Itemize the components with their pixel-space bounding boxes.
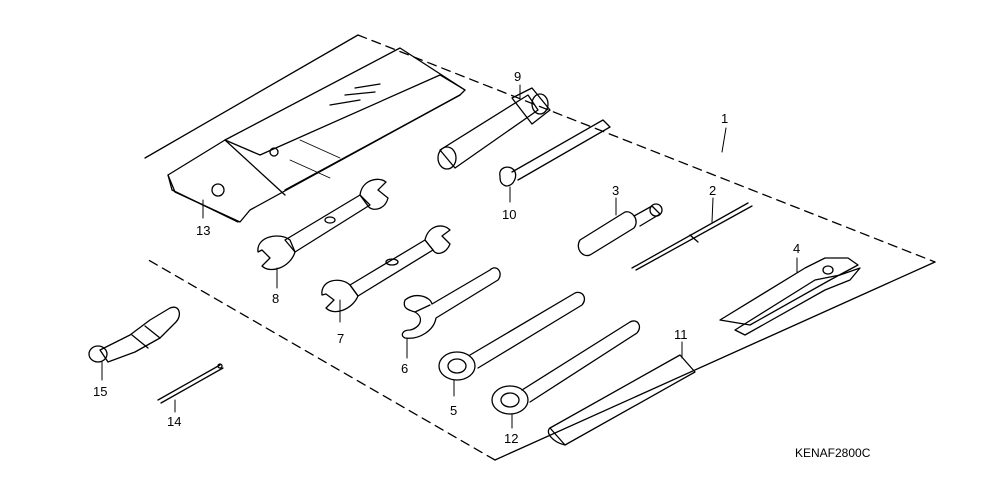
- callout-7: 7: [337, 331, 345, 346]
- callout-6: 6: [401, 361, 409, 376]
- callout-4: 4: [793, 241, 801, 256]
- pliers-shape: [719, 257, 861, 336]
- screwdriver-pin-shape: [157, 363, 224, 404]
- callout-9: 9: [514, 69, 522, 84]
- callout-8: 8: [272, 291, 280, 306]
- callout-5: 5: [450, 403, 458, 418]
- callout-3: 3: [612, 183, 620, 198]
- callout-10: 10: [502, 207, 517, 222]
- screwdriver-shape: [577, 203, 663, 257]
- tool-bag-shape: [167, 47, 466, 223]
- diagram-code: KENAF2800C: [795, 446, 871, 460]
- ring-wrench-5-shape: [438, 291, 586, 381]
- callout-12: 12: [504, 431, 519, 446]
- leader-lines: [101, 84, 798, 429]
- callout-2: 2: [709, 183, 717, 198]
- kit-outline: [144, 34, 936, 461]
- open-end-wrench-8-shape: [257, 178, 389, 271]
- callout-1: 1: [721, 111, 729, 126]
- open-end-wrench-7-shape: [321, 225, 451, 313]
- feeler-pin-shape: [631, 202, 753, 271]
- callout-14: 14: [167, 414, 182, 429]
- spark-plug-socket-shape: [437, 87, 551, 170]
- callout-15: 15: [93, 384, 108, 399]
- callout-11: 11: [674, 327, 688, 342]
- screwdriver-handle-shape: [88, 306, 181, 363]
- spanner-hook-shape: [401, 267, 501, 339]
- ring-wrench-12-shape: [491, 320, 641, 415]
- small-wrench-shape: [499, 119, 611, 187]
- tool-strap-shape: [547, 354, 696, 446]
- callout-13: 13: [196, 223, 211, 238]
